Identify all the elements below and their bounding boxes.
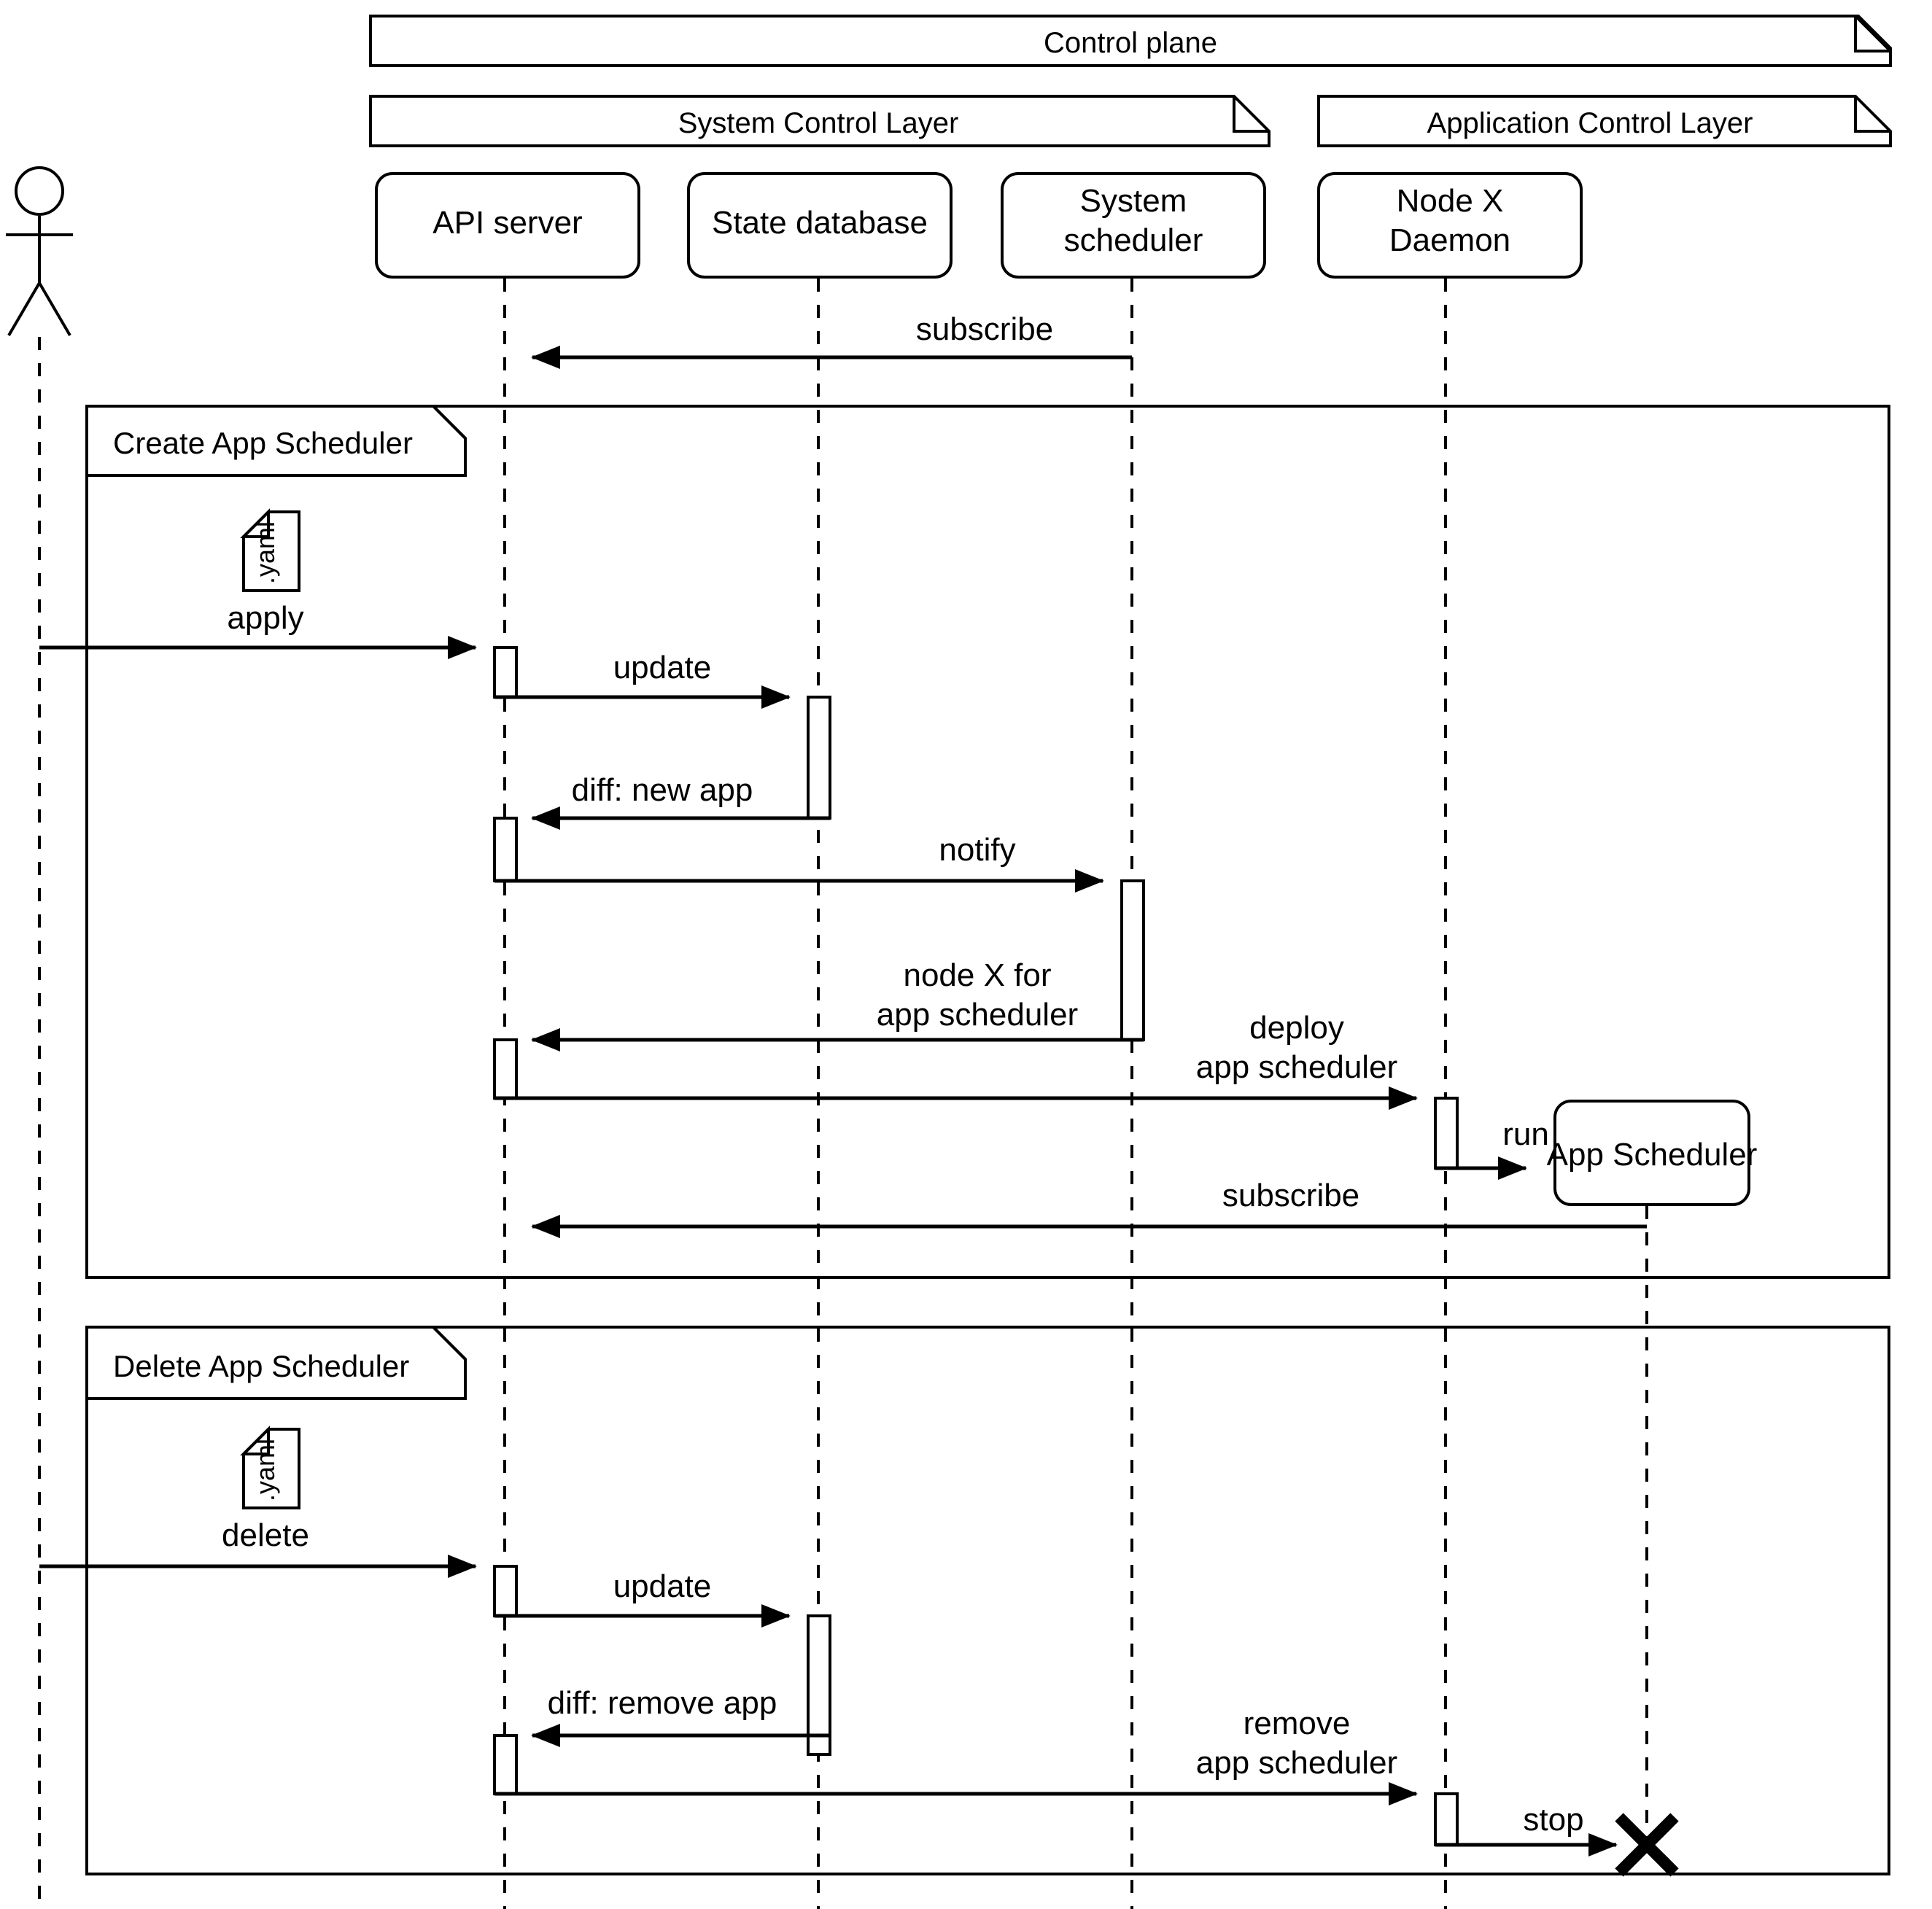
fragment-label-create-app-scheduler: Create App Scheduler — [113, 426, 413, 460]
message-label-deploy-line2: app scheduler — [1196, 1049, 1397, 1085]
message-label-remove-line2: app scheduler — [1196, 1745, 1397, 1781]
activation-api-server-delete — [493, 1565, 518, 1617]
package-label-system-control-layer: System Control Layer — [678, 107, 959, 139]
package-system-control-layer-box: System Control Layer — [369, 95, 1270, 147]
message-label-stop: stop — [1523, 1802, 1583, 1838]
actor-user[interactable] — [6, 166, 73, 337]
message-notify: notify — [494, 832, 1104, 893]
activation-api-server-remove — [493, 1734, 518, 1795]
package-label-application-control-layer: Application Control Layer — [1427, 107, 1753, 139]
activation-api-server-apply — [493, 646, 518, 699]
participant-label-state-database: State database — [712, 205, 928, 241]
fragment-create-app-scheduler: Create App Scheduler — [85, 405, 1890, 1279]
message-diff-remove-app: diff: remove app — [531, 1685, 830, 1747]
fragment-label-delete-app-scheduler: Delete App Scheduler — [113, 1349, 409, 1383]
message-update-create: update — [494, 650, 791, 709]
message-node-x-for-app-scheduler: node X for app scheduler — [531, 957, 1144, 1051]
message-label-node-x-line2: app scheduler — [877, 997, 1078, 1033]
fragment-delete-app-scheduler: Delete App Scheduler — [85, 1326, 1890, 1875]
message-label-run: run — [1502, 1116, 1549, 1152]
message-label-delete: delete — [222, 1517, 309, 1553]
participant-label-system-scheduler-line1: System — [1080, 183, 1187, 219]
activation-node-x-daemon-stop — [1434, 1792, 1459, 1846]
activation-state-database-delete — [807, 1614, 831, 1756]
activation-api-server-notify — [493, 817, 518, 882]
message-update-delete: update — [494, 1568, 791, 1628]
artifact-label-yaml-create: .yaml — [250, 521, 280, 584]
message-label-apply: apply — [227, 600, 303, 636]
message-label-remove-line1: remove — [1244, 1706, 1351, 1741]
participant-label-node-x-daemon-line2: Daemon — [1389, 222, 1510, 258]
message-subscribe-top: subscribe — [531, 311, 1132, 369]
participant-label-system-scheduler-line2: scheduler — [1064, 222, 1203, 258]
artifact-label-yaml-delete: .yaml — [250, 1439, 280, 1501]
message-stop: stop — [1435, 1802, 1618, 1856]
message-label-diff-remove-app: diff: remove app — [548, 1685, 777, 1721]
activation-api-server-deploy — [493, 1038, 518, 1100]
artifact-yaml-doc-create: .yaml — [240, 508, 300, 592]
message-label-update-create: update — [613, 650, 712, 685]
package-application-control-layer-box: Application Control Layer — [1317, 95, 1892, 147]
activation-node-x-daemon-run — [1434, 1097, 1459, 1170]
artifact-yaml-doc-delete: .yaml — [240, 1426, 300, 1509]
message-diff-new-app: diff: new app — [531, 772, 830, 830]
participant-label-node-x-daemon-line1: Node X — [1397, 183, 1504, 219]
message-subscribe-app: subscribe — [531, 1178, 1647, 1238]
participant-label-api-server: API server — [432, 205, 582, 241]
message-label-diff-new-app: diff: new app — [572, 772, 753, 808]
package-label-control-plane: Control plane — [1044, 27, 1217, 59]
message-label-notify: notify — [939, 832, 1015, 868]
message-label-deploy-line1: deploy — [1249, 1010, 1344, 1046]
termination-x-app-scheduler — [1615, 1813, 1679, 1877]
activation-state-database-create — [807, 696, 831, 820]
message-apply: apply — [39, 600, 477, 659]
message-remove-app-scheduler: remove app scheduler — [494, 1706, 1418, 1805]
message-label-subscribe-app: subscribe — [1222, 1178, 1359, 1213]
message-deploy-app-scheduler: deploy app scheduler — [494, 1010, 1418, 1110]
participant-api-server[interactable]: API server — [375, 172, 640, 279]
participant-node-x-daemon[interactable]: Node X Daemon — [1317, 172, 1583, 279]
package-control-plane-box: Control plane — [369, 15, 1892, 67]
message-delete: delete — [39, 1517, 477, 1578]
message-label-subscribe-top: subscribe — [916, 311, 1053, 347]
message-label-node-x-line1: node X for — [903, 957, 1051, 993]
participant-app-scheduler[interactable]: App Scheduler — [1547, 1100, 1758, 1206]
activation-system-scheduler — [1120, 879, 1145, 1041]
participant-state-database[interactable]: State database — [687, 172, 953, 279]
participant-label-app-scheduler: App Scheduler — [1547, 1137, 1758, 1173]
participant-system-scheduler[interactable]: System scheduler — [1001, 172, 1266, 279]
message-run: run — [1435, 1116, 1549, 1180]
message-label-update-delete: update — [613, 1568, 712, 1604]
